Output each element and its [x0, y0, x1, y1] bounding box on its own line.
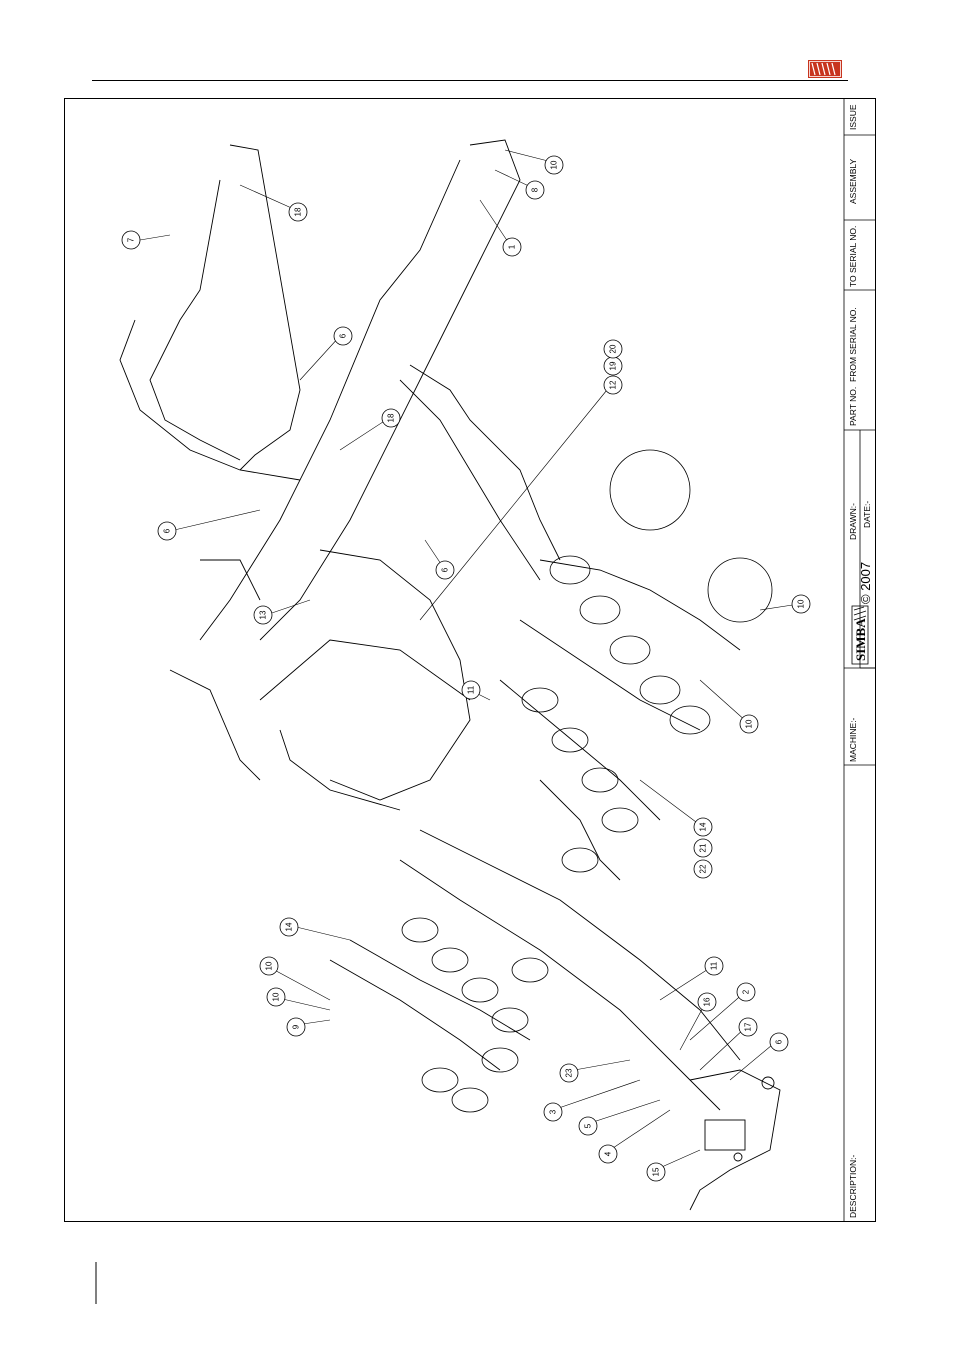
description-label: DESCRIPTION:- [848, 1155, 858, 1218]
callout-label-c23: 23 [565, 1068, 574, 1077]
part-no-label: PART NO. [848, 387, 858, 426]
callout-label-c14b: 14 [285, 922, 294, 931]
callout-label-c12: 12 [609, 380, 618, 389]
callout-label-c5: 5 [584, 1123, 593, 1128]
issue-label: ISSUE [848, 104, 858, 130]
date-label: DATE:- [862, 501, 872, 528]
leader-lines [140, 150, 799, 1170]
titleblock-logo-text: SIMBA [853, 618, 868, 661]
callout-label-c1: 1 [508, 244, 517, 249]
copyright-text: © 2007 [858, 562, 873, 604]
callout-label-c14a: 14 [699, 822, 708, 831]
callout-label-c20: 20 [609, 344, 618, 353]
callout-label-c6b: 6 [441, 567, 450, 572]
callout-label-c17: 17 [744, 1022, 753, 1031]
callout-label-c6d: 6 [775, 1039, 784, 1044]
callout-label-c9: 9 [292, 1024, 301, 1029]
callout-label-c6a: 6 [339, 333, 348, 338]
callout-label-c21: 21 [699, 843, 708, 852]
callout-label-c10a: 10 [550, 160, 559, 169]
callout-label-c7: 7 [127, 237, 136, 242]
callout-label-c18b: 18 [387, 413, 396, 422]
callout-label-c10c: 10 [745, 719, 754, 728]
callout-label-c10d: 10 [265, 961, 274, 970]
callout-label-c18a: 18 [294, 207, 303, 216]
callout-bubbles: 1810187612192018661310111014212214101091… [122, 156, 810, 1181]
from-serial-label: FROM SERIAL NO. [848, 307, 858, 382]
callout-label-c11a: 11 [467, 685, 476, 694]
assembly-label: ASSEMBLY [848, 158, 858, 204]
disc-row-upper [522, 450, 772, 872]
callout-label-c4: 4 [604, 1151, 613, 1156]
callout-label-c10b: 10 [797, 599, 806, 608]
callout-label-c6c: 6 [163, 528, 172, 533]
callout-label-c19: 19 [609, 361, 618, 370]
disc-row-lower [402, 918, 548, 1112]
callout-label-c11b: 11 [710, 961, 719, 970]
to-serial-label: TO SERIAL NO. [848, 226, 858, 287]
callout-label-c15: 15 [652, 1167, 661, 1176]
callout-label-c10e: 10 [272, 992, 281, 1001]
machine-label: MACHINE:- [848, 717, 858, 762]
callout-label-c16: 16 [703, 997, 712, 1006]
frame-line-art [120, 140, 780, 1210]
callout-label-c22: 22 [699, 864, 708, 873]
drawn-label: DRAWN:- [848, 503, 858, 540]
callout-label-c13: 13 [259, 610, 268, 619]
callout-label-c3: 3 [549, 1109, 558, 1114]
callout-label-c8: 8 [531, 187, 540, 192]
callout-label-c2: 2 [742, 989, 751, 994]
